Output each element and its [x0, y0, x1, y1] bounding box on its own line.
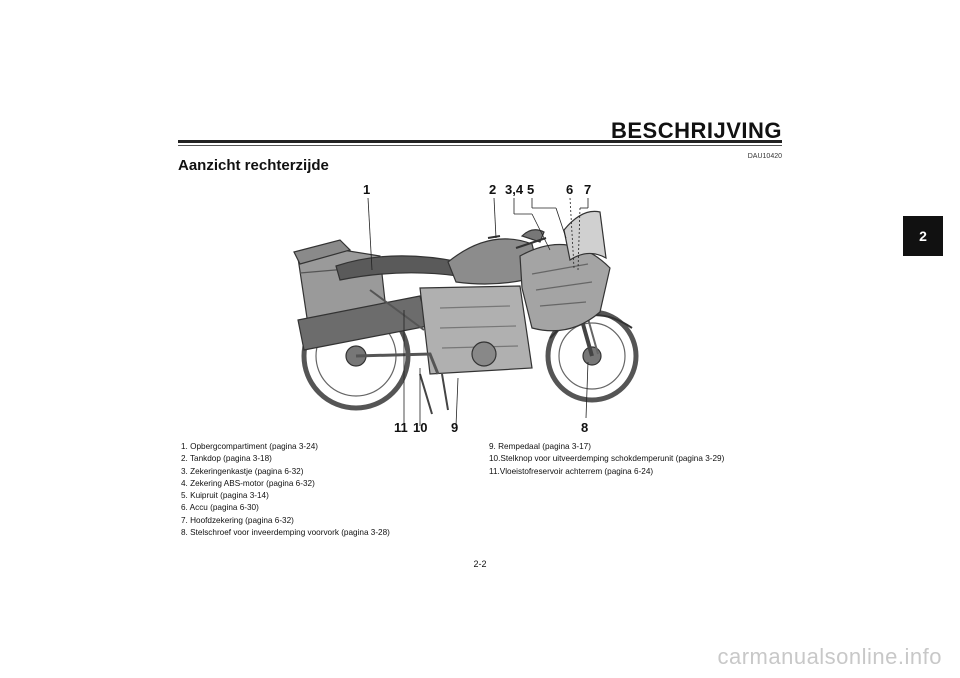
callout-5: 5 [527, 182, 535, 197]
callout-3-4: 3,4 [505, 182, 524, 197]
callout-2: 2 [489, 182, 497, 197]
legend-item: 11.Vloeistofreservoir achterrem (pagina … [489, 466, 654, 476]
callout-10: 10 [413, 420, 428, 435]
callout-8: 8 [581, 420, 589, 435]
callout-11: 11 [394, 420, 408, 435]
legend-item: 7. Hoofdzekering (pagina 6-32) [181, 515, 294, 525]
legend-item: 6. Accu (pagina 6-30) [181, 503, 259, 513]
motorcycle-illustration [293, 197, 639, 427]
callout-1: 1 [363, 182, 371, 197]
header-rule [178, 140, 782, 143]
legend-item: 4. Zekering ABS-motor (pagina 6-32) [181, 478, 315, 488]
legend-item: 8. Stelschroef voor inveerdemping voorvo… [181, 528, 390, 538]
legend-item: 9. Rempedaal (pagina 3-17) [489, 442, 591, 451]
legend-item: 3. Zekeringenkastje (pagina 6-32) [181, 466, 304, 476]
motorcycle-figure: 1 2 3,4 5 6 7 11 10 9 8 [270, 178, 670, 438]
header-rule-thin [178, 145, 782, 146]
legend-item: 2. Tankdop (pagina 3-18) [181, 454, 272, 464]
header-title: BESCHRIJVING [610, 118, 782, 143]
page-number: 2-2 [473, 559, 487, 569]
callout-9: 9 [451, 420, 459, 435]
legend-right: 9. Rempedaal (pagina 3-17) 10.Stelknop v… [489, 441, 724, 478]
legend-item: 5. Kuipruit (pagina 3-14) [181, 491, 269, 501]
legend-item: 10.Stelknop voor uitveerdemping schokdem… [489, 454, 725, 464]
watermark[interactable]: carmanualsonline.info [717, 644, 942, 669]
document-code: DAU10420 [747, 153, 782, 160]
legend-left: 1. Opbergcompartiment (pagina 3-24) 2. T… [181, 441, 390, 539]
callout-7: 7 [584, 182, 592, 197]
callout-6: 6 [566, 182, 574, 197]
legend-item: 1. Opbergcompartiment (pagina 3-24) [181, 442, 318, 451]
section-title: Aanzicht rechterzijde [178, 157, 329, 174]
chapter-tab[interactable]: 2 [903, 216, 943, 256]
